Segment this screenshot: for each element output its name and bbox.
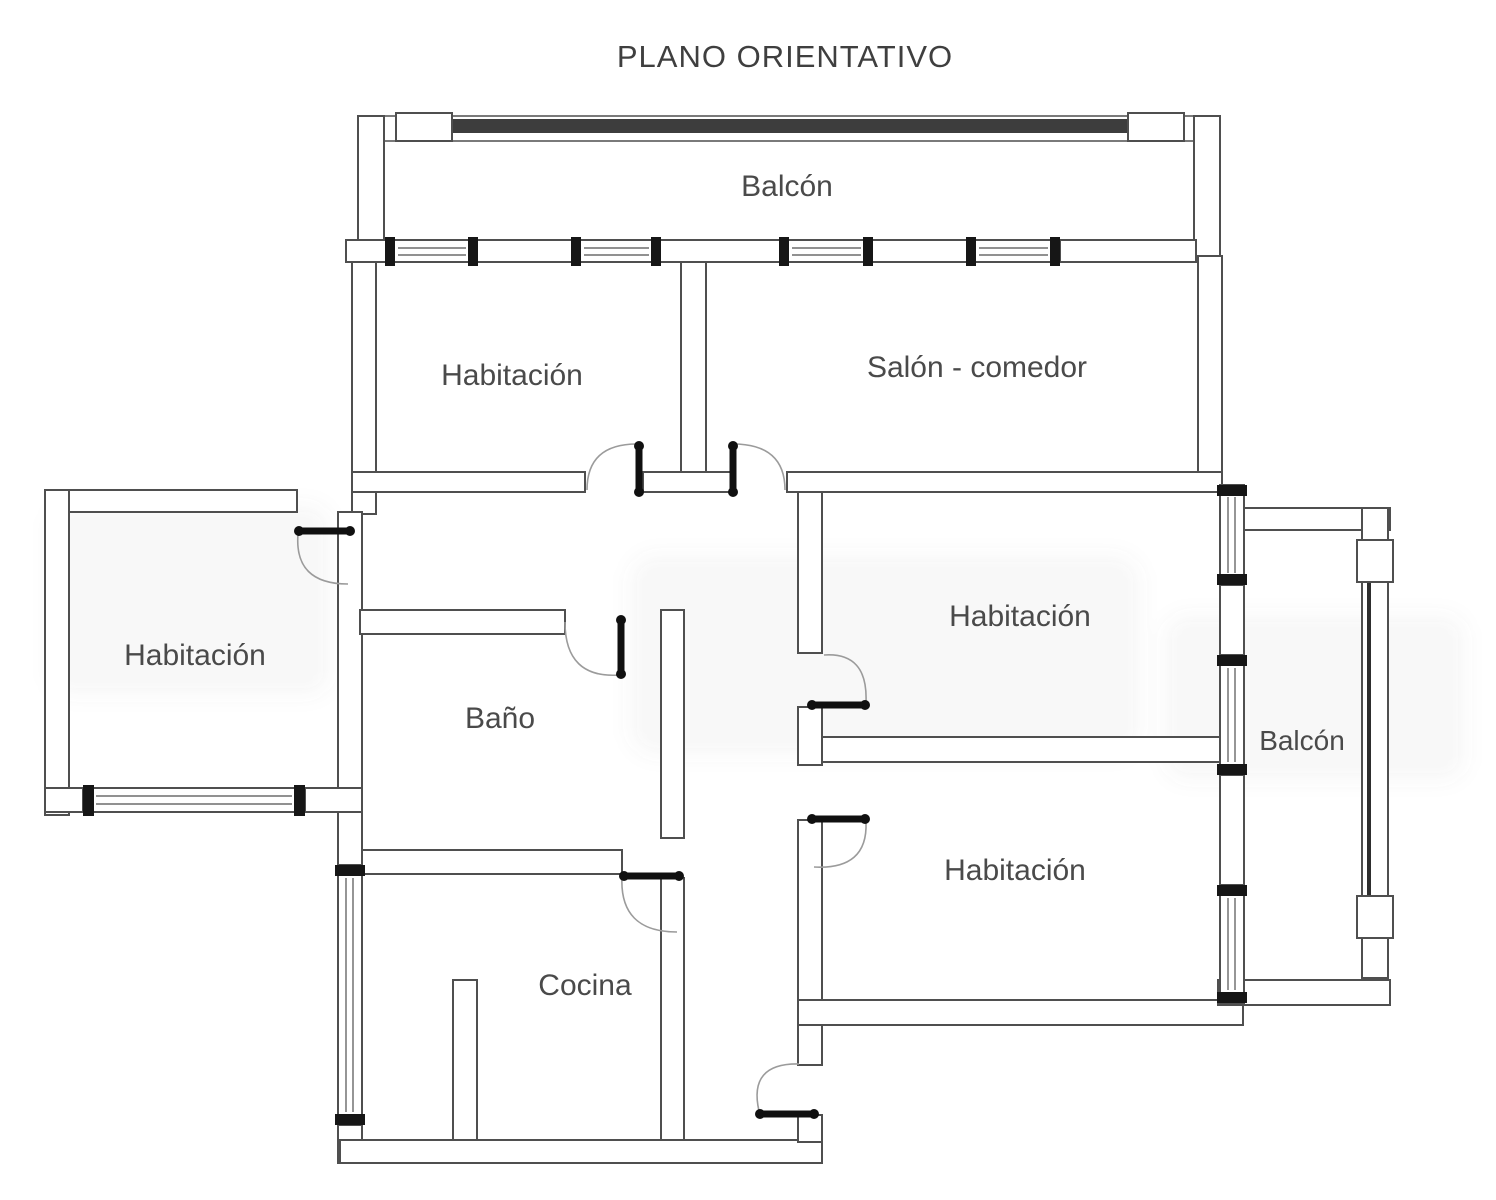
- door-bathroom: [564, 615, 626, 679]
- balcony-right-railing: [1356, 507, 1394, 979]
- door-bedroom-right-middle: [807, 654, 870, 710]
- door-living-dining: [728, 441, 786, 497]
- wall-segment: [476, 239, 573, 263]
- plan-title: PLANO ORIENTATIVO: [617, 39, 953, 74]
- label-balcony-top: Balcón: [741, 170, 833, 203]
- wall-divider-bedroom-livingroom: [680, 261, 707, 473]
- wall-west-outer: [44, 489, 70, 816]
- wall-north-left-wing: [44, 489, 298, 513]
- door-bedroom-right-bottom: [807, 814, 870, 868]
- wall-east-livingroom: [1197, 255, 1223, 486]
- wall-segment: [345, 239, 387, 263]
- wall-north-bathroom: [359, 609, 566, 635]
- window-north-2: [571, 237, 661, 266]
- window-kitchen: [335, 864, 365, 1126]
- wall-balcony-right: [1193, 115, 1221, 257]
- wall-segment: [786, 471, 1223, 493]
- wall-south-bedroom-right-bottom: [797, 999, 1244, 1026]
- wall-segment: [797, 1114, 823, 1143]
- balcony-top: [357, 112, 1221, 257]
- door-bedroom-left: [294, 526, 355, 585]
- label-bathroom: Baño: [465, 702, 535, 735]
- kitchen-walls: [335, 811, 823, 1164]
- wall-segment: [797, 491, 823, 654]
- right-rooms-walls: [797, 736, 1244, 1026]
- wall-segment: [797, 706, 823, 766]
- wall-segment: [304, 787, 363, 813]
- wall-south-bathroom: [359, 849, 623, 875]
- balcony-rail-post-left: [395, 112, 453, 142]
- left-wing-walls: [44, 489, 363, 816]
- label-balcony-right: Balcón: [1259, 725, 1345, 756]
- window-north-4: [966, 237, 1061, 266]
- label-bedroom-right-middle: Habitación: [949, 600, 1091, 633]
- window-north-3: [779, 237, 873, 266]
- wall-segment: [659, 239, 781, 263]
- north-wing-walls: [351, 255, 1223, 515]
- balcony-rail-post-right: [1127, 112, 1185, 142]
- wall-divider-right-bedrooms: [821, 736, 1221, 763]
- north-wall: [345, 237, 1197, 266]
- wall-segment: [44, 787, 84, 813]
- balcony-top-railing: [452, 119, 1128, 133]
- wall-segment: [351, 471, 586, 493]
- wall-stub-kitchen: [452, 979, 478, 1143]
- label-living-dining: Salón - comedor: [867, 351, 1087, 384]
- window-balcony-right-3: [1217, 884, 1247, 1004]
- wall-segment: [797, 819, 823, 1066]
- door-kitchen: [619, 871, 684, 933]
- label-kitchen: Cocina: [538, 969, 632, 1002]
- wall-balcony-left: [357, 115, 385, 243]
- wall-east-bathroom: [660, 609, 685, 839]
- wall-segment: [1059, 239, 1197, 263]
- label-bedroom-right-bottom: Habitación: [944, 854, 1086, 887]
- label-bedroom-left: Habitación: [124, 639, 266, 672]
- label-bedroom-top-left: Habitación: [441, 359, 583, 392]
- bathroom-walls: [359, 609, 685, 875]
- wall-east-kitchen: [660, 877, 685, 1141]
- wall-segment: [1219, 584, 1245, 656]
- door-bedroom-top-left: [586, 441, 644, 497]
- window-balcony-right-2: [1217, 654, 1247, 776]
- wall-south-outer: [339, 1139, 823, 1164]
- window-north-1: [385, 237, 478, 266]
- wall-segment: [642, 471, 732, 493]
- door-corridor-bottom: [755, 1063, 819, 1119]
- wall-east-bedroom-left: [337, 511, 363, 789]
- window-balcony-right-1: [1217, 484, 1247, 586]
- wall-segment: [337, 811, 363, 866]
- wall-segment: [1219, 774, 1245, 886]
- wall-segment: [871, 239, 968, 263]
- balcony-right: [1217, 484, 1394, 1006]
- window-bedroom-left: [82, 785, 306, 816]
